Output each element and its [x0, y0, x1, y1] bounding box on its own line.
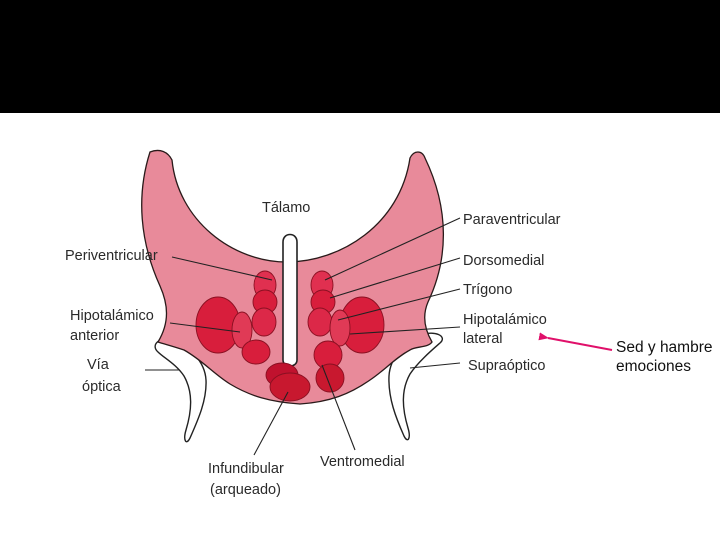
label-infundibular-2: (arqueado) [210, 482, 281, 498]
annotation-line-1: Sed y hambre [616, 339, 713, 356]
title-bar [0, 0, 720, 113]
annotation-line-2: emociones [616, 358, 691, 375]
third-ventricle [282, 233, 298, 367]
label-trigono: Trígono [463, 282, 512, 298]
label-hipotalamico-anterior-2: anterior [70, 328, 119, 344]
label-hipotalamico-anterior-1: Hipotalámico [70, 308, 154, 324]
label-hipotalamico-lateral-2: lateral [463, 331, 503, 347]
label-talamo: Tálamo [262, 200, 310, 216]
label-dorsomedial: Dorsomedial [463, 253, 544, 269]
label-hipotalamico-lateral-1: Hipotalámico [463, 312, 547, 328]
label-paraventricular: Paraventricular [463, 212, 561, 228]
leader-lines [145, 217, 461, 456]
label-via-optica-2: óptica [82, 379, 122, 395]
annotation-arrow [538, 332, 613, 351]
label-infundibular-1: Infundibular [208, 461, 284, 477]
nuclei-left [195, 270, 311, 402]
annotation-text: Sed y hambre emociones [616, 338, 713, 376]
label-supraoptico: Supraóptico [468, 358, 545, 374]
label-periventricular: Periventricular [65, 248, 158, 264]
label-via-optica-1: Vía [87, 357, 110, 373]
label-ventromedial: Ventromedial [320, 454, 405, 470]
